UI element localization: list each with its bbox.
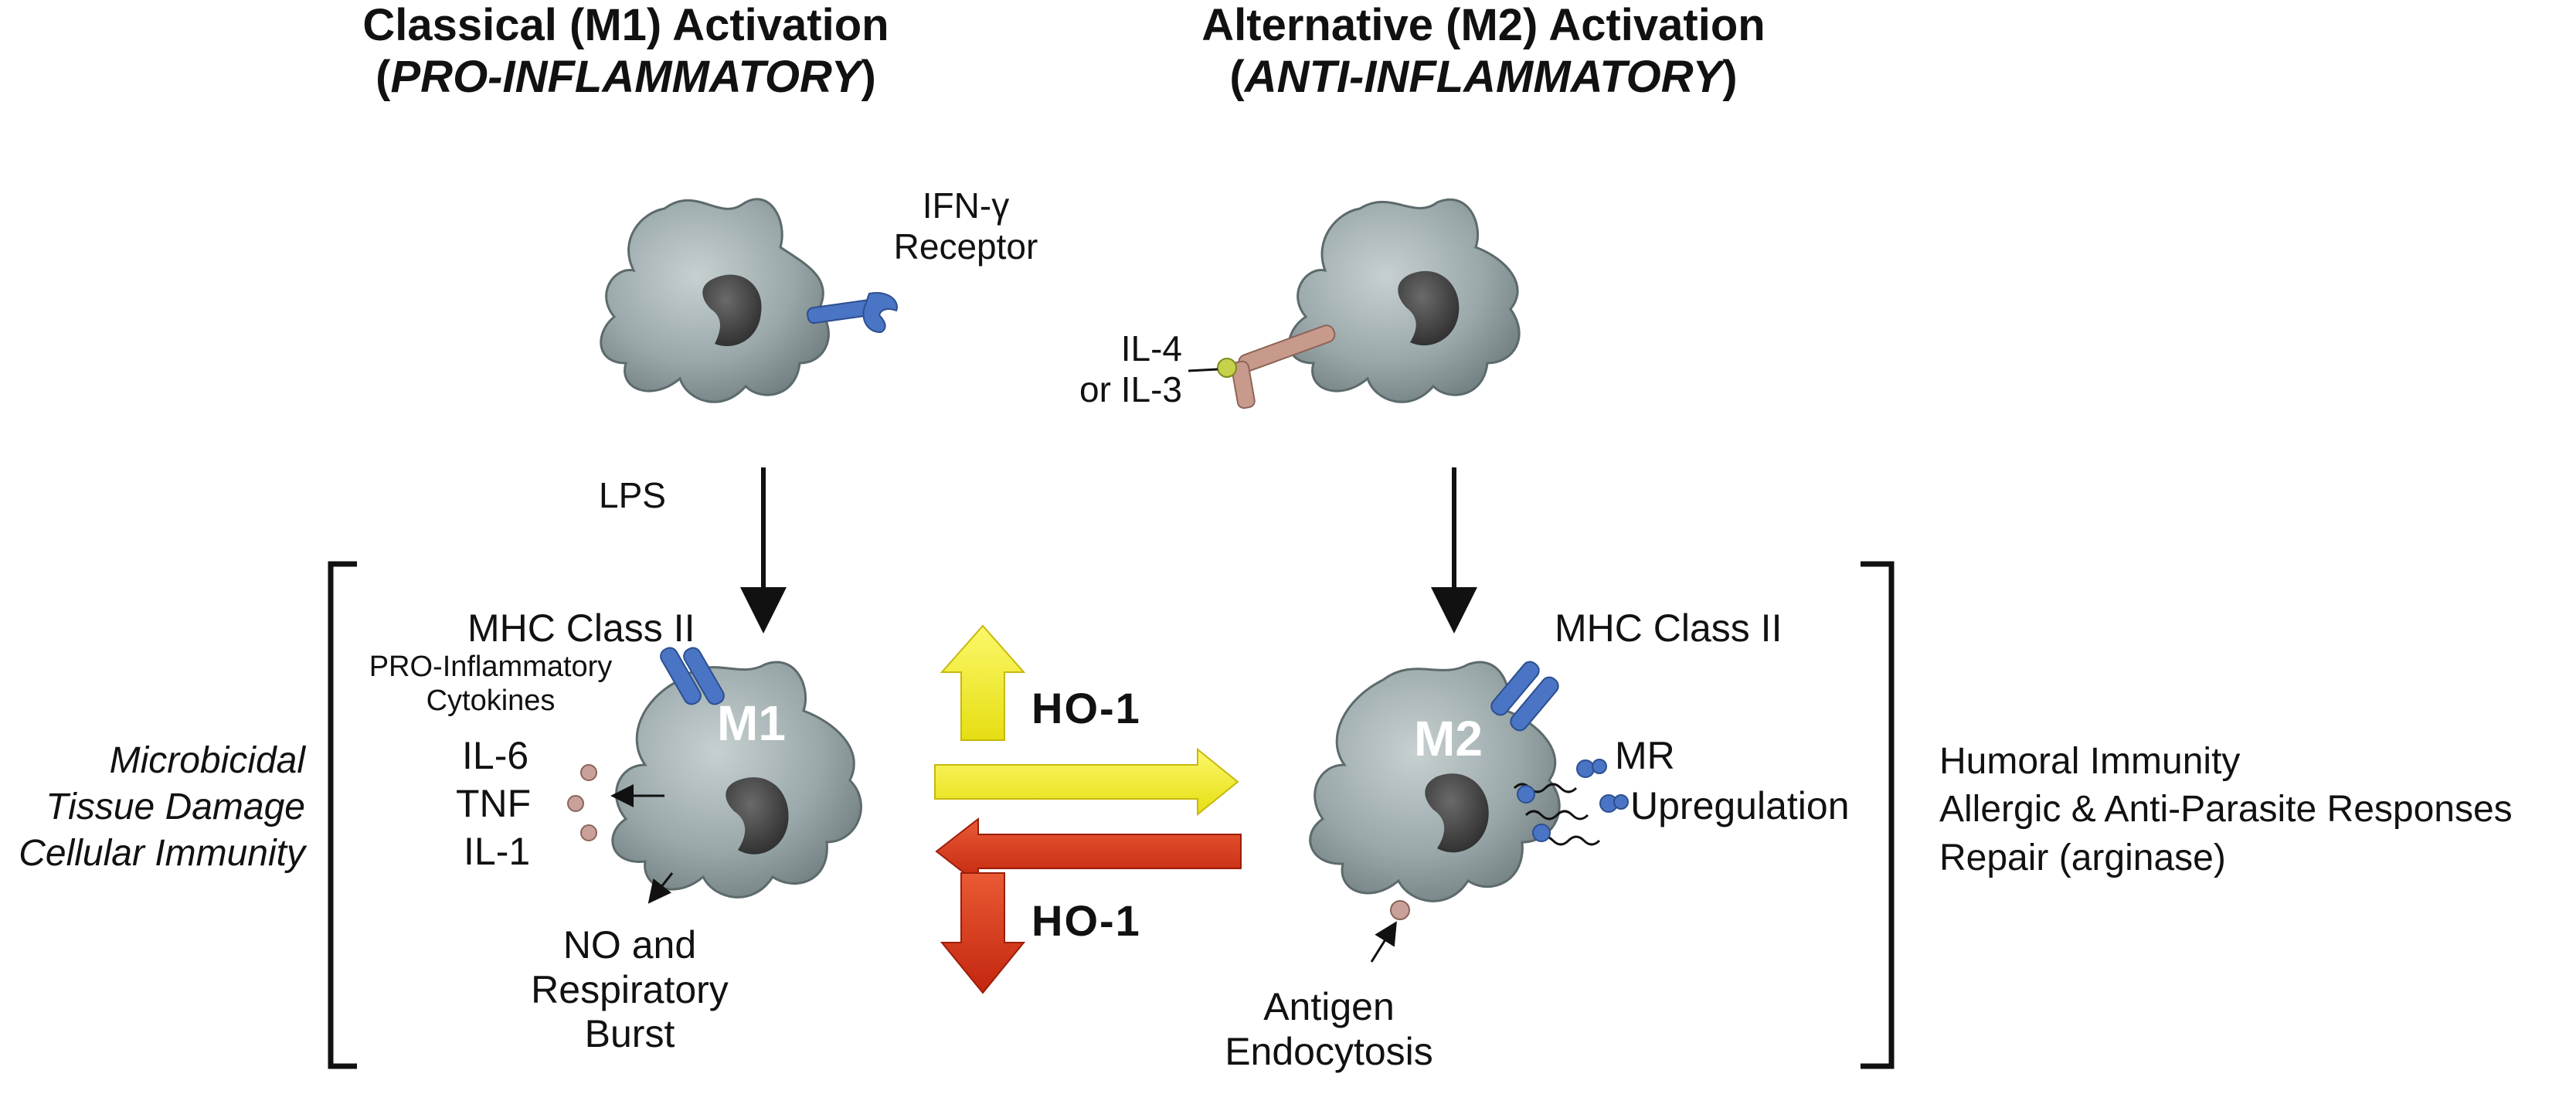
m2-title-line2: (ANTI-INFLAMMATORY) (1229, 51, 1738, 102)
effect-cellular-immunity: Cellular Immunity (19, 833, 305, 874)
resting-macrophage-left (600, 198, 898, 403)
m1-title: Classical (M1) Activation (PRO-INFLAMMAT… (278, 0, 974, 103)
antigen-label: Antigen (1263, 985, 1395, 1028)
m1-mhc-label: MHC Class II (467, 606, 695, 650)
m2-cell-label: M2 (1414, 711, 1483, 766)
m2-mhc-label: MHC Class II (1555, 606, 1782, 650)
lps-label: LPS (599, 475, 666, 515)
receptor-label: Receptor (893, 226, 1038, 267)
endocytosis-label: Endocytosis (1225, 1029, 1433, 1073)
effect-humoral-immunity: Humoral Immunity (1939, 741, 2241, 782)
m2-title: Alternative (M2) Activation (ANTI-INFLAM… (1097, 0, 1870, 103)
cytokine-dot (567, 795, 584, 812)
m2-macrophage (1309, 661, 1629, 963)
antigen-particle (1390, 900, 1410, 920)
cytokine-dot (580, 764, 597, 781)
il6-label: IL-6 (462, 734, 529, 777)
mhc-class-ii-icon (1490, 661, 1559, 732)
m1-title-line1: Classical (M1) Activation (362, 0, 889, 50)
mannose-receptor-heads (1517, 759, 1629, 842)
upregulation-label: Upregulation (1630, 784, 1850, 827)
m2-title-subtitle: ANTI-INFLAMMATORY (1244, 51, 1723, 102)
ho1-bottom-label: HO-1 (1031, 896, 1141, 945)
m1-title-subtitle: PRO-INFLAMMATORY (390, 51, 861, 102)
ho1-down-red-arrow (940, 872, 1026, 994)
respiratory-label: Respiratory (531, 967, 729, 1011)
m1-macrophage (567, 647, 862, 904)
resting-macrophage-right (1188, 198, 1521, 409)
cytokine-dot (580, 824, 597, 841)
effect-microbicidal: Microbicidal (109, 740, 305, 781)
nucleus (1398, 270, 1460, 346)
m1-cytokines-label: PRO-Inflammatory Cytokines (363, 651, 618, 718)
ifn-gamma-receptor-icon (807, 292, 898, 334)
effect-repair-arginase: Repair (arginase) (1939, 837, 2226, 878)
m1-cell-label: M1 (717, 695, 786, 751)
left-bracket (328, 561, 357, 1069)
right-bracket (1861, 561, 1895, 1069)
ho1-up-yellow-arrow (940, 624, 1026, 741)
ho1-top-label: HO-1 (1031, 684, 1141, 732)
il1-label: IL-1 (464, 830, 531, 873)
il4-receptor-icon (1217, 324, 1336, 409)
effect-tissue-damage: Tissue Damage (46, 787, 305, 827)
m2-effects: Humoral Immunity Allergic & Anti-Parasit… (1939, 738, 2513, 882)
il3-label: or IL-3 (1079, 369, 1182, 409)
il4-il3-label: IL-4 or IL-3 (1066, 328, 1182, 410)
m1-title-line2: (PRO-INFLAMMATORY) (376, 51, 876, 102)
m1-effects: Microbicidal Tissue Damage Cellular Immu… (0, 738, 305, 877)
antigen-endocytosis-label: Antigen Endocytosis (1174, 985, 1483, 1074)
nucleus (726, 777, 789, 854)
tnf-label: TNF (456, 782, 532, 825)
ifn-gamma-receptor-label: IFN-γ Receptor (858, 185, 1074, 267)
nucleus (1425, 773, 1489, 853)
burst-label: Burst (584, 1012, 675, 1055)
effect-allergic-anti-parasite: Allergic & Anti-Parasite Responses (1939, 789, 2513, 831)
ho1-left-red-arrow (935, 817, 1242, 886)
nucleus (702, 274, 762, 347)
m2-title-line1: Alternative (M2) Activation (1201, 0, 1765, 50)
no-label: NO and (562, 923, 697, 967)
il4-ligand-dot (1217, 358, 1237, 378)
mhc-class-ii-icon (660, 647, 725, 705)
mr-label: MR (1615, 734, 1675, 777)
pro-inflammatory-label: PRO-Inflammatory (369, 651, 613, 683)
ho1-right-yellow-arrow (934, 747, 1239, 817)
no-burst-label: NO and Respiratory Burst (510, 923, 749, 1057)
ifn-gamma-label: IFN-γ (922, 185, 1010, 226)
il4-label: IL-4 (1120, 328, 1182, 369)
cytokines-label: Cytokines (426, 684, 556, 717)
